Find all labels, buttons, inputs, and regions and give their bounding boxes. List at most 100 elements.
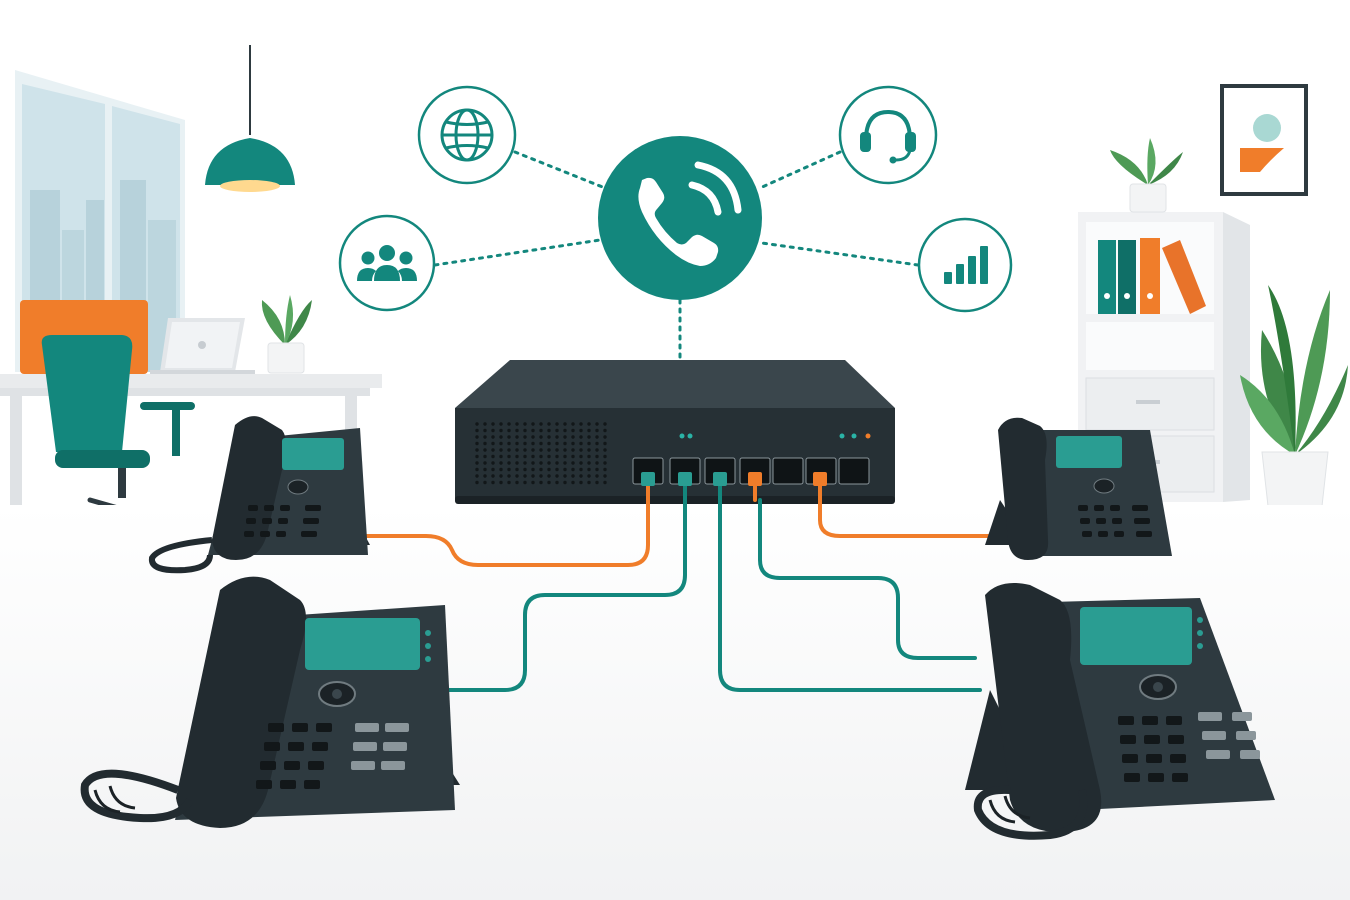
vent-hole — [563, 448, 567, 452]
ventilation-grille — [475, 422, 607, 485]
vent-hole — [579, 435, 583, 439]
vent-hole — [579, 461, 583, 465]
vent-hole — [475, 480, 479, 485]
vent-hole — [491, 474, 495, 478]
vent-hole — [491, 467, 495, 472]
vent-hole — [547, 435, 551, 439]
vent-hole — [563, 435, 567, 439]
vent-hole — [539, 448, 543, 452]
vent-hole — [547, 467, 551, 472]
ethernet-ports — [632, 457, 870, 485]
vent-hole — [579, 454, 583, 459]
shelf-plant — [1110, 138, 1183, 213]
vent-hole — [531, 480, 535, 485]
vent-hole — [475, 435, 479, 439]
ethernet-cables — [358, 480, 997, 692]
vent-hole — [539, 467, 543, 472]
desk-phone-back-right — [985, 417, 1172, 560]
vent-hole — [595, 428, 599, 433]
vent-hole — [515, 448, 519, 452]
vent-hole — [555, 480, 559, 485]
pbx-hub — [598, 136, 762, 300]
vent-hole — [603, 435, 607, 439]
vent-hole — [587, 474, 591, 478]
vent-hole — [483, 474, 487, 478]
vent-hole — [483, 461, 487, 465]
vent-hole — [475, 441, 479, 446]
vent-hole — [555, 435, 559, 439]
vent-hole — [603, 441, 607, 446]
vent-hole — [547, 480, 551, 485]
vent-hole — [507, 448, 511, 452]
vent-hole — [499, 454, 503, 459]
vent-hole — [491, 454, 495, 459]
vent-hole — [579, 422, 583, 426]
vent-hole — [571, 428, 575, 433]
users-group-icon — [357, 245, 417, 281]
vent-hole — [563, 467, 567, 472]
vent-hole — [515, 474, 519, 478]
vent-hole — [499, 467, 503, 472]
vent-hole — [483, 480, 487, 485]
vent-hole — [579, 467, 583, 472]
vent-hole — [515, 441, 519, 446]
team-node — [338, 214, 436, 312]
vent-hole — [499, 448, 503, 452]
internet-node — [417, 85, 517, 185]
vent-hole — [595, 467, 599, 472]
vent-hole — [571, 448, 575, 452]
vent-hole — [531, 428, 535, 433]
vent-hole — [547, 448, 551, 452]
vent-hole — [571, 461, 575, 465]
cable-orange-right — [818, 480, 997, 538]
vent-hole — [483, 454, 487, 459]
desk-plant — [261, 295, 312, 374]
vent-hole — [555, 461, 559, 465]
vent-hole — [483, 428, 487, 433]
vent-hole — [587, 480, 591, 485]
cable-plugs — [641, 472, 827, 486]
vent-hole — [499, 474, 503, 478]
vent-hole — [587, 441, 591, 446]
vent-hole — [539, 480, 543, 485]
vent-hole — [555, 422, 559, 426]
wall-picture — [1220, 84, 1308, 196]
vent-hole — [523, 474, 527, 478]
vent-hole — [595, 474, 599, 478]
vent-hole — [491, 435, 495, 439]
vent-hole — [491, 441, 495, 446]
office-background-right — [1078, 84, 1348, 507]
vent-hole — [587, 428, 591, 433]
vent-hole — [563, 454, 567, 459]
vent-hole — [507, 474, 511, 478]
vent-hole — [531, 467, 535, 472]
vent-hole — [563, 441, 567, 446]
vent-hole — [547, 461, 551, 465]
vent-hole — [491, 480, 495, 485]
vent-hole — [579, 480, 583, 485]
desk-phone-front-right — [965, 582, 1275, 840]
vent-hole — [523, 428, 527, 433]
vent-hole — [507, 428, 511, 433]
analytics-node — [917, 217, 1013, 313]
vent-hole — [571, 454, 575, 459]
vent-hole — [499, 441, 503, 446]
vent-hole — [499, 428, 503, 433]
vent-hole — [587, 454, 591, 459]
vent-hole — [555, 474, 559, 478]
vent-hole — [523, 461, 527, 465]
vent-hole — [531, 461, 535, 465]
vent-hole — [603, 474, 607, 478]
vent-hole — [531, 474, 535, 478]
vent-hole — [531, 454, 535, 459]
vent-hole — [587, 422, 591, 426]
vent-hole — [523, 441, 527, 446]
pendant-lamp — [205, 45, 295, 192]
vent-hole — [507, 461, 511, 465]
desk-phone-back-left — [148, 416, 370, 574]
vent-hole — [523, 448, 527, 452]
vent-hole — [555, 428, 559, 433]
vent-hole — [539, 474, 543, 478]
vent-hole — [539, 461, 543, 465]
